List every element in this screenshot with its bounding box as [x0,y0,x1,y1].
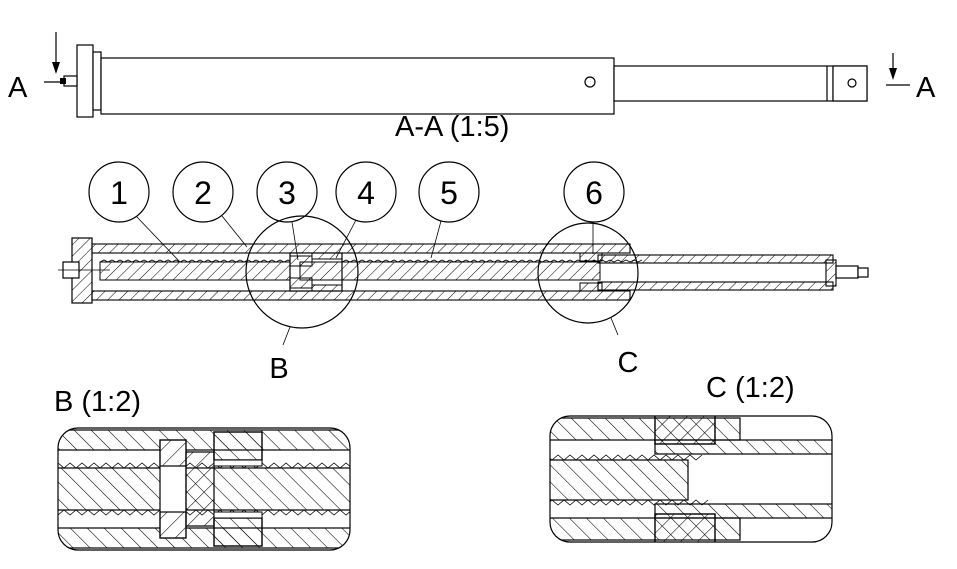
svg-text:4: 4 [357,175,375,211]
detail-view-b [58,429,350,549]
inner-tube-top-wall [597,254,834,264]
detail-c-outline [549,415,833,543]
svg-text:5: 5 [440,175,458,211]
part-balloons: 1 2 3 4 5 6 [88,161,625,263]
outer-tube-top-wall [91,243,631,254]
balloon-1: 1 [88,161,181,263]
balloon-5: 5 [418,161,480,259]
section-view [58,215,869,346]
top-view [60,44,868,118]
detail-b-outline [57,427,351,551]
detail-c-title: C (1:2) [706,372,795,404]
top-flange [76,44,94,118]
svg-text:3: 3 [278,175,296,211]
bushing-4 [311,252,343,260]
top-inner-tube [613,65,868,102]
section-marker-left: A [8,72,28,104]
top-tube-hole [584,76,596,88]
balloon-4: 4 [335,161,397,259]
section-arrow-right: A [886,53,936,104]
lead-screw-1 [99,261,301,281]
section-marker-right: A [916,72,936,104]
detail-callout-c: C [618,347,639,379]
svg-text:1: 1 [110,175,128,211]
section-view-title: A-A (1:5) [395,111,509,143]
top-end-fitting [832,65,868,102]
lead-screw-5 [299,261,601,281]
detail-view-c [550,416,832,542]
inner-tube-bottom-wall [597,281,834,291]
guide-6 [579,252,603,262]
top-end-hole [847,78,857,88]
top-flange-collar [92,51,102,111]
balloon-2: 2 [172,161,248,248]
balloon-6: 6 [563,161,625,254]
top-outer-tube [100,57,615,115]
section-end-fitting [835,265,859,279]
detail-circle-b [245,215,359,329]
section-arrow-left: A [8,32,64,104]
outer-tube-bottom-wall [91,290,631,301]
detail-b-title: B (1:2) [54,386,141,418]
detail-circle-c [537,222,639,324]
detail-callout-b: B [269,353,288,385]
balloon-3: 3 [256,161,318,261]
svg-text:6: 6 [585,175,603,211]
svg-text:2: 2 [194,175,212,211]
top-knob-tip [60,78,66,84]
